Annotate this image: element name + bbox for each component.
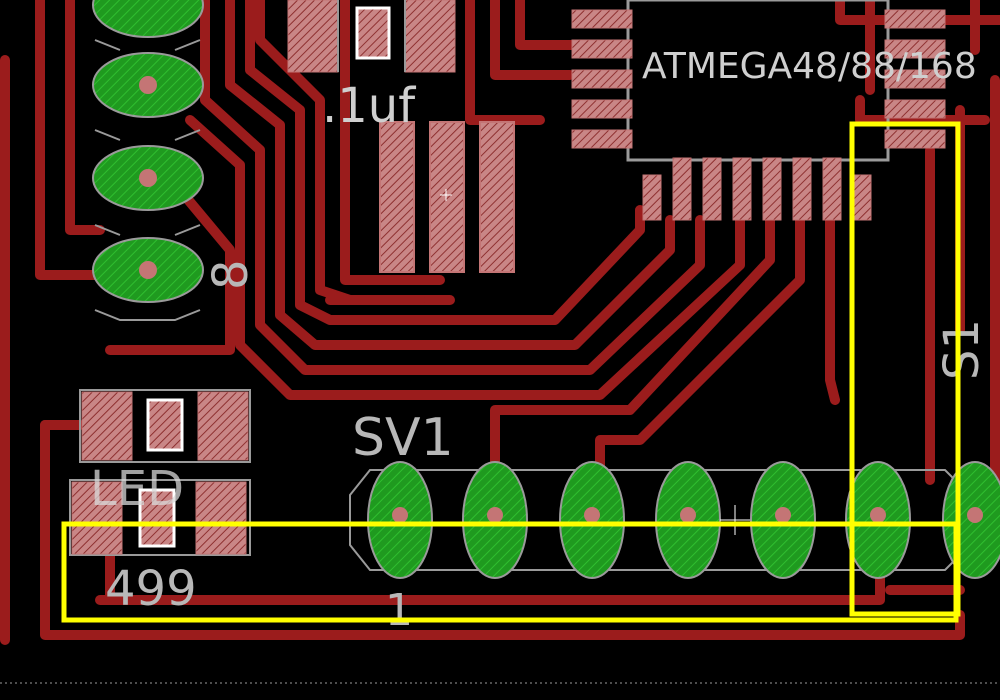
sv1-label: SV1: [352, 408, 454, 468]
ic-footprint: [571, 0, 946, 221]
highlight-boxes: [61, 121, 961, 623]
copper-traces: [0, 0, 1000, 645]
led-resistor-footprint: [69, 389, 251, 556]
cap-label: .1uf: [322, 78, 416, 134]
highlight-box-vertical: [849, 121, 961, 617]
sv1-header-pads: [349, 461, 1000, 579]
capacitor-footprint: [287, 0, 456, 73]
pin1-label: 1: [385, 585, 413, 636]
silkscreen-labels: ATMEGA48/88/168 .1uf 8 SV1 S1 LED 499 1: [90, 46, 990, 636]
header-count-label: 8: [203, 259, 259, 290]
led-label: LED: [90, 461, 184, 517]
sot-pads: [379, 121, 515, 273]
res-label: 499: [105, 561, 197, 617]
left-header-pads: [92, 0, 204, 321]
ic-label: ATMEGA48/88/168: [642, 46, 977, 87]
s1-label: S1: [934, 319, 990, 380]
